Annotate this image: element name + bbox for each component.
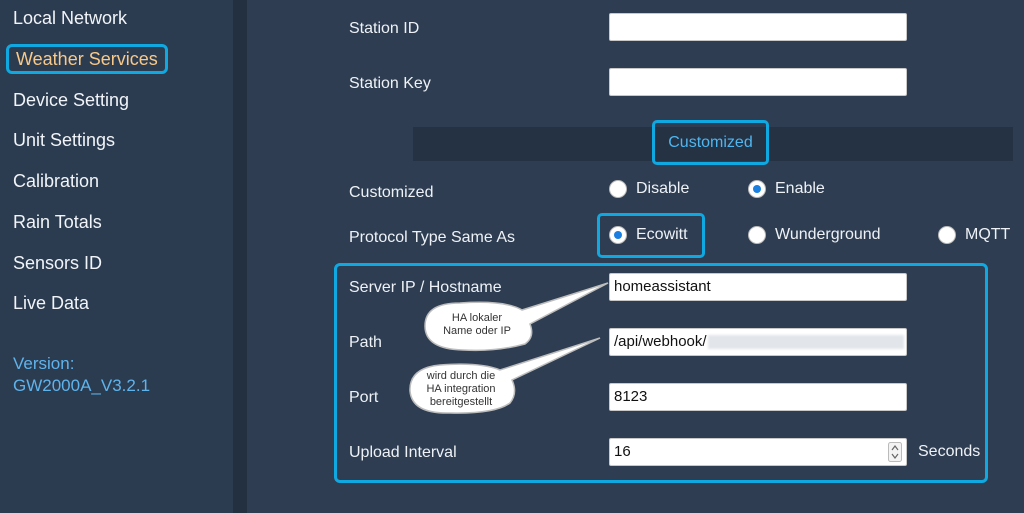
server-input[interactable]: homeassistant [609, 273, 907, 301]
radio-mqtt-indicator[interactable] [938, 226, 956, 244]
callout-2-shape [409, 337, 601, 414]
callout-1-text: HA lokaler Name oder IP [430, 312, 524, 338]
sidebar-item-device-setting[interactable]: Device Setting [13, 90, 130, 110]
sidebar-item-rain-totals[interactable]: Rain Totals [13, 212, 102, 232]
callout-2-line-1: wird durch die [426, 370, 496, 382]
station-id-input[interactable] [609, 13, 907, 41]
port-input-value: 8123 [614, 388, 648, 405]
radio-disable-indicator[interactable] [609, 180, 627, 198]
sidebar-item-live-data[interactable]: Live Data [13, 293, 90, 313]
server-input-value: homeassistant [614, 278, 711, 295]
path-input-value: /api/webhook/ [614, 333, 707, 350]
radio-ecowitt-label: Ecowitt [636, 226, 688, 243]
station-key-label: Station Key [349, 75, 431, 92]
path-label: Path [349, 334, 382, 351]
radio-ecowitt[interactable]: Ecowitt [609, 226, 688, 244]
protocol-label: Protocol Type Same As [349, 229, 516, 246]
version-label: Version: [13, 354, 75, 373]
version-value: GW2000A_V3.2.1 [13, 376, 151, 395]
interval-input[interactable]: 16 [609, 438, 907, 466]
radio-enable[interactable]: Enable [748, 180, 825, 198]
sidebar-item-weather-services[interactable]: Weather Services [6, 44, 168, 74]
radio-enable-indicator[interactable] [748, 180, 766, 198]
radio-wunderground-indicator[interactable] [748, 226, 766, 244]
radio-wunderground-label: Wunderground [775, 226, 881, 243]
radio-ecowitt-indicator[interactable] [609, 226, 627, 244]
callout-2-line-3: bereitgestellt [429, 396, 493, 408]
server-label: Server IP / Hostname [349, 279, 502, 296]
radio-mqtt[interactable]: MQTT [938, 226, 1010, 244]
radio-enable-label: Enable [775, 180, 825, 197]
sidebar-item-calibration[interactable]: Calibration [13, 171, 100, 191]
section-title-customized: Customized [652, 120, 769, 165]
radio-mqtt-label: MQTT [965, 226, 1011, 243]
station-key-input[interactable] [609, 68, 907, 96]
radio-wunderground[interactable]: Wunderground [748, 226, 881, 244]
path-input[interactable]: /api/webhook/ [609, 328, 907, 356]
radio-disable[interactable]: Disable [609, 180, 689, 198]
sidebar: Local Network Weather Services Device Se… [0, 0, 233, 513]
port-input[interactable]: 8123 [609, 383, 907, 411]
callout-2-line-2: HA integration [426, 383, 496, 395]
callout-1-line-1: HA lokaler [451, 312, 503, 324]
section-header-bar [413, 127, 1013, 161]
path-redacted [707, 335, 904, 350]
interval-unit: Seconds [918, 443, 981, 460]
server-settings-highlight [334, 263, 988, 483]
version-info: Version: GW2000A_V3.2.1 [13, 353, 150, 397]
station-id-label: Station ID [349, 20, 420, 37]
customized-label: Customized [349, 184, 434, 201]
port-label: Port [349, 389, 379, 406]
callout-1-line-2: Name oder IP [443, 325, 511, 337]
interval-input-value: 16 [614, 443, 631, 460]
radio-disable-label: Disable [636, 180, 690, 197]
ecowitt-highlight [597, 213, 705, 258]
sidebar-divider [233, 0, 247, 513]
sidebar-item-sensors-id[interactable]: Sensors ID [13, 253, 103, 273]
callout-1-shape [424, 282, 609, 352]
sidebar-item-unit-settings[interactable]: Unit Settings [13, 130, 116, 150]
spinner-icon[interactable] [888, 442, 902, 462]
callout-2-text: wird durch die HA integration bereitgest… [413, 370, 509, 409]
sidebar-item-local-network[interactable]: Local Network [13, 8, 128, 28]
interval-label: Upload Interval [349, 444, 457, 461]
